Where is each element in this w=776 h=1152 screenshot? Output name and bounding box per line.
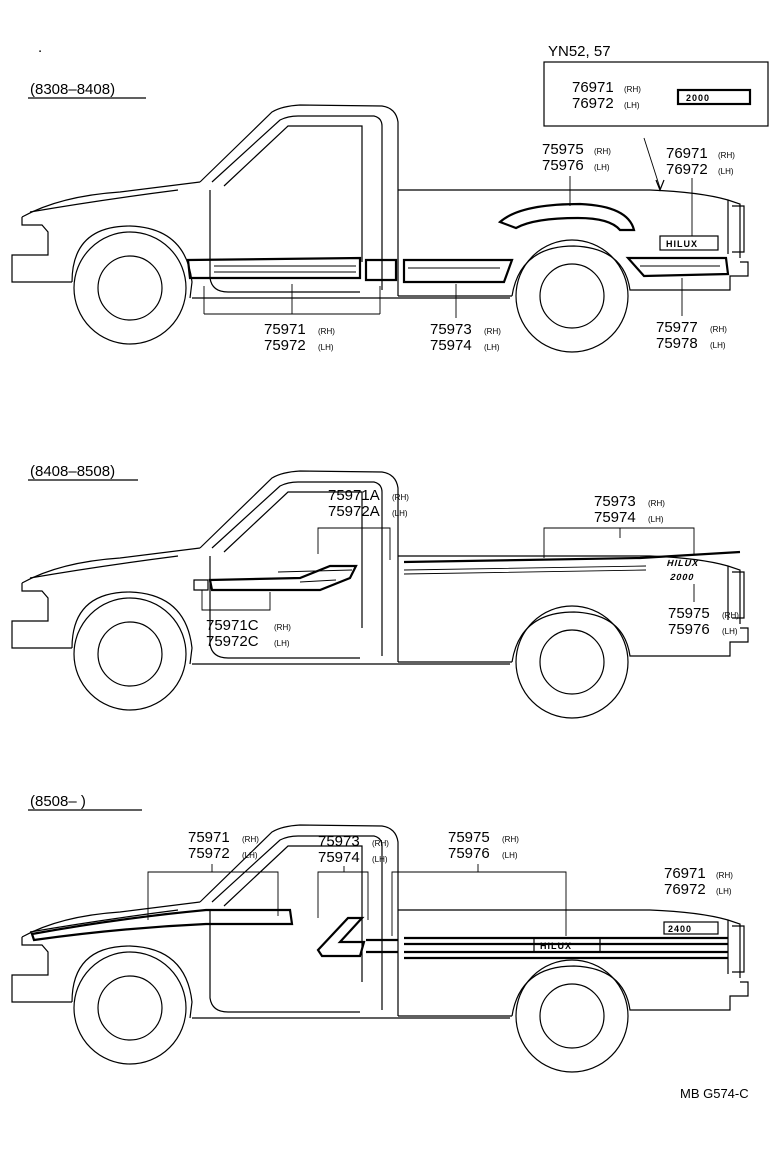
svg-text:75972A: 75972A	[328, 503, 380, 520]
callout-75971A: 75971A (RH) 75972A (LH)	[317, 487, 409, 560]
svg-text:(LH): (LH)	[502, 851, 518, 860]
svg-text:(RH): (RH)	[722, 611, 739, 620]
svg-text:76972: 76972	[664, 881, 706, 898]
callout-75973-bottom: 75973 (RH) 75974 (LH)	[317, 833, 389, 920]
svg-text:75971A: 75971A	[328, 487, 380, 504]
svg-text:75976: 75976	[668, 621, 710, 638]
emblem-2400-badge: 2400	[668, 924, 692, 934]
svg-text:(LH): (LH)	[722, 627, 738, 636]
callout-76971-top: 76971 (RH) 76972 (LH)	[666, 145, 735, 236]
svg-text:75976: 75976	[542, 157, 584, 174]
svg-text:(LH): (LH)	[710, 341, 726, 350]
svg-text:76972: 76972	[572, 95, 614, 112]
svg-text:76971: 76971	[664, 865, 706, 882]
callout-75973-mid: 75973 (RH) 75974 (LH)	[543, 493, 695, 558]
callout-76971-bottom: 76971 (RH) 76972 (LH)	[664, 865, 733, 898]
section-1: (8308–8408) . YN52, 57 76971 (RH) 76972 …	[11, 39, 769, 354]
svg-text:(RH): (RH)	[624, 85, 641, 94]
svg-text:(LH): (LH)	[372, 855, 388, 864]
svg-text:75971C: 75971C	[206, 617, 259, 634]
section-3-period: (8508– )	[30, 793, 86, 810]
section-2: (8408–8508) HILUX 2000 75971A (RH) 75972…	[11, 463, 749, 719]
callout-75971-top: 75971 (RH) 75972 (LH)	[203, 284, 381, 354]
callout-75971-bottom: 75971 (RH) 75972 (LH)	[147, 829, 279, 920]
callout-75973-top: 75973 (RH) 75974 (LH)	[430, 284, 501, 354]
svg-text:(RH): (RH)	[502, 835, 519, 844]
svg-text:76971: 76971	[666, 145, 708, 162]
svg-text:75974: 75974	[318, 849, 360, 866]
svg-text:(RH): (RH)	[718, 151, 735, 160]
figure-code: MB G574-C	[680, 1086, 749, 1101]
svg-text:(RH): (RH)	[710, 325, 727, 334]
svg-text:75973: 75973	[318, 833, 360, 850]
svg-text:75972: 75972	[264, 337, 306, 354]
svg-text:75975: 75975	[448, 829, 490, 846]
callout-75975-bottom: 75975 (RH) 75976 (LH)	[391, 829, 567, 936]
svg-text:(LH): (LH)	[624, 101, 640, 110]
svg-text:75978: 75978	[656, 335, 698, 352]
svg-text:(RH): (RH)	[594, 147, 611, 156]
svg-text:(LH): (LH)	[718, 167, 734, 176]
svg-text:(LH): (LH)	[242, 851, 258, 860]
svg-text:(LH): (LH)	[484, 343, 500, 352]
emblem-2000-script: 2000	[669, 572, 696, 582]
variant-box: YN52, 57 76971 (RH) 76972 (LH) 2000	[543, 43, 769, 127]
svg-text:75974: 75974	[430, 337, 472, 354]
svg-text:(LH): (LH)	[594, 163, 610, 172]
svg-text:75974: 75974	[594, 509, 636, 526]
svg-text:HILUX: HILUX	[666, 239, 698, 249]
section-2-period: (8408–8508)	[30, 463, 115, 480]
svg-text:(RH): (RH)	[242, 835, 259, 844]
callout-75975-top: 75975 (RH) 75976 (LH)	[542, 141, 611, 206]
emblem-2000-badge: 2000	[686, 93, 710, 103]
svg-text:(RH): (RH)	[274, 623, 291, 632]
svg-text:76972: 76972	[666, 161, 708, 178]
svg-text:(RH): (RH)	[484, 327, 501, 336]
svg-text:(RH): (RH)	[716, 871, 733, 880]
svg-text:75973: 75973	[594, 493, 636, 510]
svg-text:(RH): (RH)	[318, 327, 335, 336]
svg-text:(RH): (RH)	[392, 493, 409, 502]
svg-text:(RH): (RH)	[648, 499, 665, 508]
svg-text:75975: 75975	[668, 605, 710, 622]
svg-text:75976: 75976	[448, 845, 490, 862]
callout-75977-top: 75977 (RH) 75978 (LH)	[656, 278, 727, 352]
svg-text:(RH): (RH)	[372, 839, 389, 848]
callout-75971C: 75971C (RH) 75972C (LH)	[201, 590, 291, 650]
svg-text:75973: 75973	[430, 321, 472, 338]
svg-text:.: .	[38, 39, 42, 56]
hilux-badge	[659, 235, 719, 251]
section-3: (8508– ) HILUX 2400 75971 (RH) 75972 (LH…	[11, 793, 749, 1073]
svg-text:75971: 75971	[188, 829, 230, 846]
svg-text:(LH): (LH)	[392, 509, 408, 518]
svg-text:75971: 75971	[264, 321, 306, 338]
svg-text:75972: 75972	[188, 845, 230, 862]
section-1-period: (8308–8408)	[30, 81, 115, 98]
svg-text:(LH): (LH)	[274, 639, 290, 648]
svg-text:(LH): (LH)	[716, 887, 732, 896]
hilux-script-badge: HILUX	[666, 558, 701, 568]
svg-text:75977: 75977	[656, 319, 698, 336]
svg-text:(LH): (LH)	[318, 343, 334, 352]
svg-text:(LH): (LH)	[648, 515, 664, 524]
variant-box-title: YN52, 57	[548, 43, 611, 60]
callout-75975-mid: 75975 (RH) 75976 (LH)	[668, 584, 739, 638]
svg-text:76971: 76971	[572, 79, 614, 96]
svg-text:75975: 75975	[542, 141, 584, 158]
svg-text:75972C: 75972C	[206, 633, 259, 650]
hilux-stripe-badge: HILUX	[540, 941, 572, 951]
